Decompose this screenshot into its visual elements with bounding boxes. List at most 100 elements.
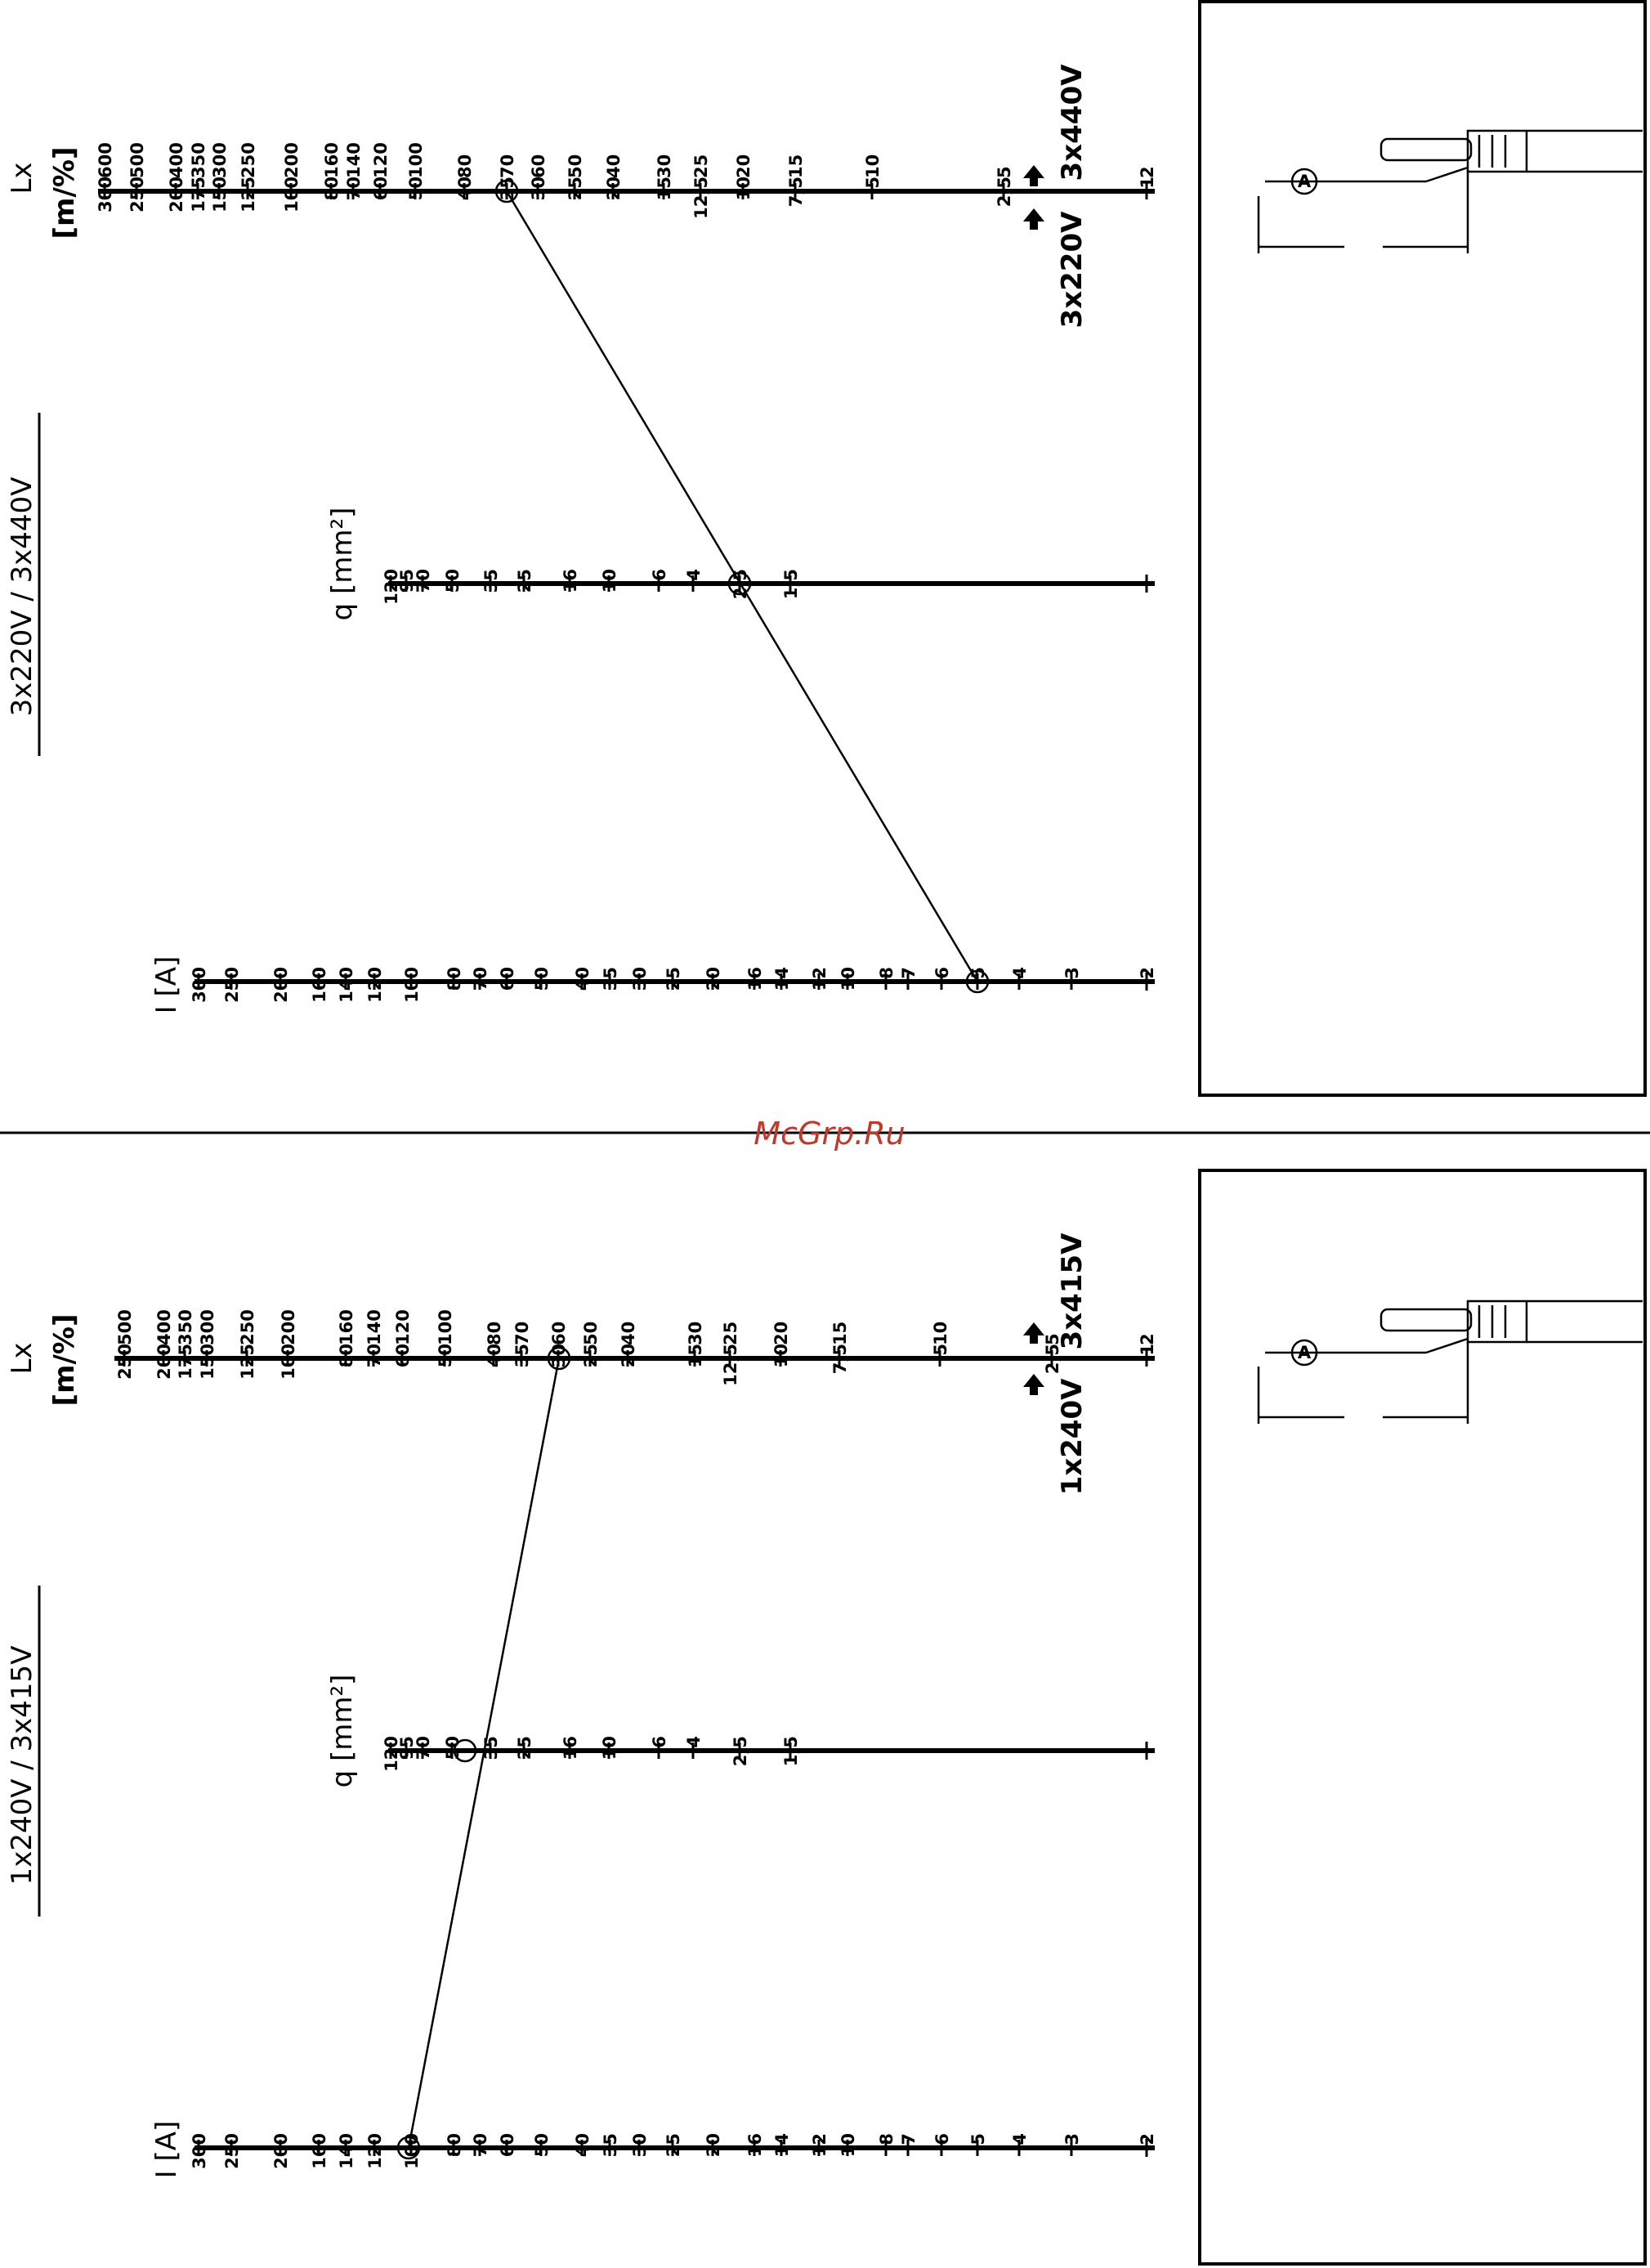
tick-label: 6 [932, 2133, 952, 2145]
tick-label: 16 [745, 967, 765, 991]
tick-label: 40 [485, 1344, 504, 1367]
tick-label: 35 [481, 569, 501, 593]
tick-label: 10 [600, 569, 619, 593]
tick-label: 100 [282, 177, 302, 212]
tick-label: 8 [877, 967, 897, 979]
axis-Lx-unit: [m/%] [48, 147, 81, 239]
tick-label-right: 50 [581, 1322, 601, 1345]
tick-label: 100 [402, 967, 422, 1003]
tick-label: 16 [561, 1736, 580, 1760]
tick-label-right: 140 [364, 1309, 384, 1345]
tick-label-right: 80 [455, 154, 475, 178]
tick-label: 35 [512, 1344, 532, 1367]
tick-label: 120 [365, 2133, 385, 2169]
marked-point-Lx [547, 1346, 571, 1371]
tick-label: 2 [1138, 2133, 1157, 2145]
tick-label: 120 [382, 569, 401, 605]
tick-label-right: 5 [995, 166, 1014, 178]
tick-label: 150 [210, 177, 230, 212]
tick-label-right: 200 [282, 142, 302, 178]
tick-label: 95 [397, 1736, 417, 1760]
tick-label: 40 [573, 967, 592, 991]
tick-label: 250 [222, 967, 242, 1003]
tick-label: 35 [601, 2133, 620, 2157]
tick-label: 150 [198, 1344, 217, 1380]
tick-label: 4 [1010, 2133, 1030, 2145]
tick-label: 25 [566, 177, 585, 200]
tick-label: 4 [684, 569, 704, 581]
tick-label-right: 10 [863, 154, 883, 178]
tick-label: 50 [436, 1344, 455, 1367]
tick-label: 3 [1062, 2133, 1082, 2145]
tick-label: 5 [863, 177, 883, 189]
arrow-up-icon [1023, 165, 1044, 186]
tick-label-right: 2 [1138, 1333, 1157, 1345]
tick-label: 7 [899, 2133, 919, 2145]
tick-label: 1,5 [781, 569, 801, 599]
tick-label-right: 500 [115, 1309, 135, 1345]
tick-label-right: 10 [931, 1322, 950, 1345]
tick-label-right: 600 [96, 142, 115, 178]
tick-label-right: 40 [604, 154, 624, 178]
tick-label-right: 15 [830, 1322, 850, 1345]
tick-label: 15 [686, 1344, 705, 1367]
tick-label-right: 25 [721, 1322, 740, 1345]
tick-label: 60 [498, 967, 517, 991]
reading-line [407, 1358, 561, 2149]
tick-label: 20 [704, 2133, 723, 2157]
tick-label: 250 [115, 1344, 135, 1380]
cable-inset-drawing: A [1257, 129, 1643, 253]
tick-label: 120 [365, 967, 385, 1003]
tick-label: 10 [838, 967, 858, 991]
tick-label-right: 30 [655, 154, 674, 178]
axis-q-label: q [mm²] [326, 508, 359, 621]
tick-label: 20 [619, 1344, 638, 1367]
tick-label: 120 [382, 1736, 401, 1772]
tick-label: 25 [581, 1344, 601, 1367]
tick-label-right: 300 [198, 1309, 217, 1345]
tick-label-right: 50 [566, 154, 585, 178]
tick-label: 250 [222, 2133, 242, 2169]
tick-label: 14 [772, 967, 792, 991]
tick-label: 8 [877, 2133, 897, 2145]
tick-label: 2,5 [731, 1736, 750, 1766]
tick-label-right: 25 [691, 154, 711, 178]
tick-label: 12,5 [691, 177, 711, 219]
tick-label: 20 [704, 967, 723, 991]
tick-label-right: 80 [485, 1322, 504, 1345]
tick-label: 10 [838, 2133, 858, 2157]
tick-label-right: 160 [322, 142, 342, 178]
voltage-left-label: 1x240V [1056, 1378, 1089, 1496]
tick-label: 125 [238, 1344, 257, 1380]
tick-label: 70 [471, 2133, 490, 2157]
tick-label: 70 [364, 1344, 384, 1367]
tick-label-right: 5 [1043, 1333, 1062, 1345]
tick-label: 200 [154, 1344, 174, 1380]
tick-label-right: 250 [239, 142, 258, 178]
reading-line [505, 190, 979, 982]
tick-label: 50 [443, 1736, 463, 1760]
tick-label: 4 [684, 1736, 704, 1748]
tick-label: 70 [471, 967, 490, 991]
tick-label: 80 [445, 2133, 464, 2157]
tick-label-right: 250 [238, 1309, 257, 1345]
tick-label: 125 [239, 177, 258, 212]
watermark: McGrp.Ru [753, 1116, 905, 1152]
tick-label: 10 [734, 177, 753, 200]
voltage-right-label: 3x415V [1056, 1232, 1089, 1350]
tick-label-right: 350 [176, 1309, 195, 1345]
tick-label: 50 [443, 569, 463, 593]
tick-label: 175 [189, 177, 208, 212]
tick-label: 5 [931, 1344, 950, 1356]
ammeter-symbol: A [1298, 1343, 1312, 1362]
tick-label: 25 [515, 569, 534, 593]
tick-label: 80 [445, 967, 464, 991]
tick-label: 95 [397, 569, 417, 593]
tick-label: 25 [515, 1736, 534, 1760]
tick-label: 2,5 [1043, 1344, 1062, 1374]
tick-label: 12 [810, 967, 829, 991]
